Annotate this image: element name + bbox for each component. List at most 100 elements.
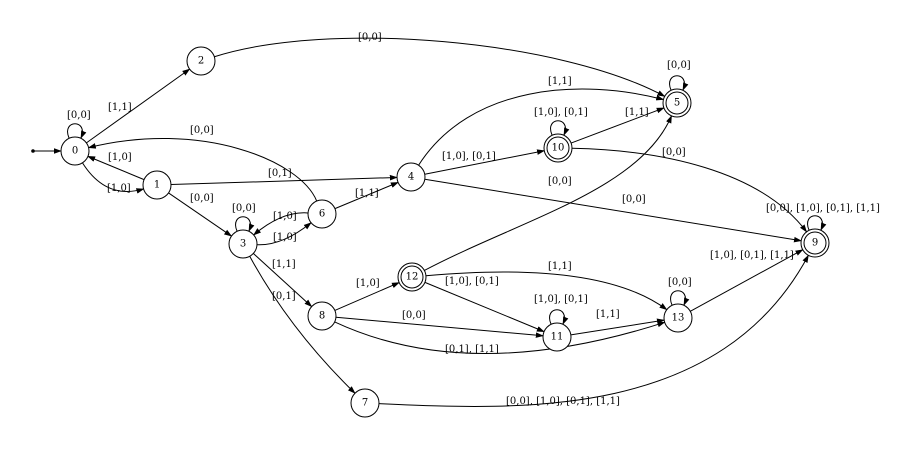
state-label-1: 1 <box>154 180 160 191</box>
edge-13-9 <box>690 249 804 312</box>
edge-label-8-11: [0,0] <box>402 310 426 321</box>
self-loop-3 <box>235 216 255 232</box>
state-circle-11 <box>542 322 572 352</box>
state-label-13: 13 <box>672 313 685 324</box>
accepting-ring-9 <box>803 231 827 255</box>
edge-7-9 <box>378 254 809 407</box>
self-loop-0 <box>67 123 87 139</box>
edge-12-11 <box>424 281 545 333</box>
state-7: 7 <box>350 388 380 418</box>
edge-3-8 <box>253 253 313 308</box>
self-loop-13 <box>670 290 690 306</box>
edge-8-11 <box>335 316 544 338</box>
state-label-9: 9 <box>812 238 818 249</box>
accepting-ring-12 <box>400 265 424 289</box>
state-circle-0 <box>60 136 90 166</box>
edge-11-13 <box>570 318 665 336</box>
edge-label-7-9: [0,0], [1,0], [0,1], [1,1] <box>506 396 620 407</box>
state-8: 8 <box>307 301 337 331</box>
edge-label-12-13: [1,1] <box>548 261 572 272</box>
state-11: 11 <box>542 322 572 352</box>
edge-label-3-3: [0,0] <box>232 203 256 214</box>
state-1: 1 <box>142 170 172 200</box>
edge-label-4-5: [1,1] <box>548 76 572 87</box>
state-3: 3 <box>228 229 258 259</box>
edge-3-6 <box>256 222 312 246</box>
self-loop-9 <box>807 215 827 231</box>
edge-6-0 <box>87 137 318 202</box>
edge-0-1 <box>82 162 145 194</box>
edge-label-2-5: [0,0] <box>358 32 382 43</box>
edge-10-9 <box>571 147 808 233</box>
state-6: 6 <box>307 199 337 229</box>
edge-4-5 <box>418 88 665 166</box>
edge-2-5 <box>214 37 666 97</box>
edge-label-8-12: [1,0] <box>356 278 380 289</box>
edge-label-0-0: [0,0] <box>67 110 91 121</box>
edge-label-6-4: [1,1] <box>355 188 379 199</box>
state-9: 9 <box>800 228 830 258</box>
edge-label-13-13: [0,0] <box>668 277 692 288</box>
edge-10-5 <box>570 107 665 144</box>
edge-4-9 <box>424 178 802 243</box>
edge-0-2 <box>86 68 191 144</box>
edge-12-13 <box>425 271 668 311</box>
edge-label-3-7: [0,1] <box>272 291 296 302</box>
edge-label-13-9: [1,0], [0,1], [1,1] <box>710 250 794 261</box>
state-circle-6 <box>307 199 337 229</box>
state-10: 10 <box>543 133 573 163</box>
edge-label-8-13: [0,1], [1,1] <box>445 344 499 355</box>
edge-1-0 <box>87 155 145 181</box>
edge-6-3 <box>253 212 309 236</box>
edge-label-5-5: [0,0] <box>667 60 691 71</box>
edge-label-1-4: [0,1] <box>268 168 292 179</box>
edge-1-3 <box>168 192 233 237</box>
edge-label-4-10: [1,0], [0,1] <box>442 151 496 162</box>
edge-label-0-1: [1,0] <box>107 183 131 194</box>
state-12: 12 <box>397 262 427 292</box>
state-0: 0 <box>60 136 90 166</box>
edge-label-1-0: [1,0] <box>108 152 132 163</box>
edge-label-9-9: [0,0], [1,0], [0,1], [1,1] <box>766 203 880 214</box>
state-label-5: 5 <box>674 98 680 109</box>
state-5: 5 <box>662 88 692 118</box>
state-label-3: 3 <box>240 239 246 250</box>
state-label-7: 7 <box>362 398 368 409</box>
self-loop-11 <box>549 309 569 325</box>
edge-8-12 <box>334 282 400 311</box>
edge-label-12-5: [0,0] <box>548 176 572 187</box>
state-label-12: 12 <box>406 272 419 283</box>
state-13: 13 <box>663 303 693 333</box>
state-label-8: 8 <box>319 311 325 322</box>
edge-label-3-6: [1,0] <box>273 232 297 243</box>
edge-label-10-10: [1,0], [0,1] <box>534 107 588 118</box>
edge-3-7 <box>249 256 356 394</box>
edges-layer <box>31 37 827 407</box>
self-loop-10 <box>550 120 570 136</box>
state-2: 2 <box>186 46 216 76</box>
state-circle-13 <box>663 303 693 333</box>
state-label-10: 10 <box>552 143 565 154</box>
edge-label-10-9: [0,0] <box>662 147 686 158</box>
state-label-2: 2 <box>198 56 204 67</box>
state-4: 4 <box>396 162 426 192</box>
edge-6-4 <box>334 181 399 210</box>
accepting-ring-10 <box>546 136 570 160</box>
edge-4-10 <box>424 149 546 175</box>
state-circle-4 <box>396 162 426 192</box>
edge-1-4 <box>170 174 398 186</box>
initial-state-dot <box>31 149 35 153</box>
edge-label-12-11: [1,0], [0,1] <box>445 276 499 287</box>
state-circle-8 <box>307 301 337 331</box>
edge-label-6-3: [1,0] <box>273 211 297 222</box>
edge-label-0-2: [1,1] <box>108 102 132 113</box>
edge-label-4-9: [0,0] <box>622 194 646 205</box>
edge-label-1-3: [0,0] <box>190 193 214 204</box>
state-label-6: 6 <box>319 209 325 220</box>
state-circle-3 <box>228 229 258 259</box>
edge-label-6-0: [0,0] <box>190 125 214 136</box>
state-circle-1 <box>142 170 172 200</box>
self-loop-5 <box>669 75 689 91</box>
